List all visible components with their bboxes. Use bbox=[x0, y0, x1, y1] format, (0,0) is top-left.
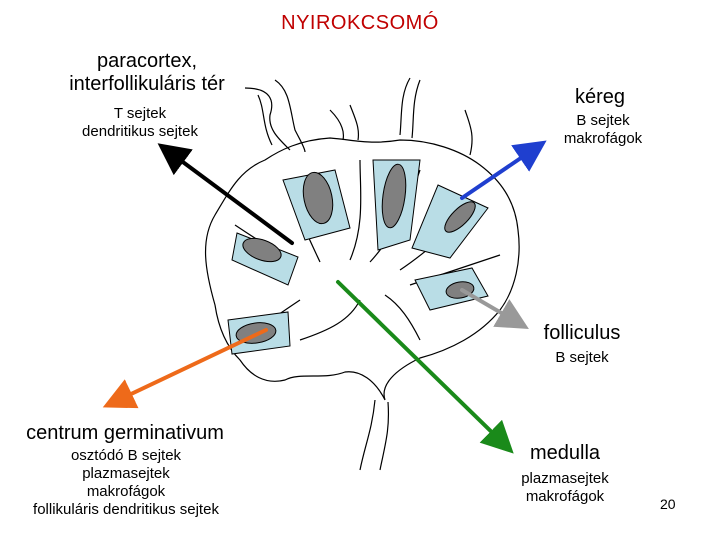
kereg-detail: B sejtek makrofágok bbox=[548, 112, 658, 148]
arrow-paracortex bbox=[157, 143, 294, 245]
centrum-detail-line2: plazmasejtek bbox=[82, 465, 170, 482]
arrow-kereg bbox=[460, 140, 547, 200]
paracortex-detail: T sejtek dendritikus sejtek bbox=[40, 105, 240, 141]
paracortex-heading-line1: paracortex, bbox=[96, 50, 198, 72]
germinal-center bbox=[381, 163, 407, 229]
arrow-centrum bbox=[102, 328, 268, 409]
centrum-heading: centrum germinativum bbox=[26, 422, 224, 444]
page-number: 20 bbox=[660, 496, 676, 512]
kereg-detail-line2: makrofágok bbox=[563, 130, 643, 147]
paracortex-detail-line1: T sejtek bbox=[113, 105, 167, 122]
folliculus-detail: B sejtek bbox=[555, 349, 609, 366]
kereg-heading: kéreg bbox=[574, 86, 626, 108]
page-title: NYIROKCSOMÓ bbox=[281, 12, 439, 34]
paracortex-heading: paracortex, interfollikuláris tér bbox=[22, 50, 272, 96]
centrum-detail-line3: makrofágok bbox=[86, 483, 166, 500]
medulla-detail-line2: makrofágok bbox=[525, 488, 605, 505]
centrum-detail-line1: osztódó B sejtek bbox=[70, 447, 182, 464]
folliculus-heading: folliculus bbox=[543, 322, 621, 344]
medulla-detail: plazmasejtek makrofágok bbox=[505, 470, 625, 506]
centrum-detail-line4: follikuláris dendritikus sejtek bbox=[33, 501, 219, 518]
centrum-detail: osztódó B sejtek plazmasejtek makrofágok… bbox=[0, 447, 252, 519]
arrow-medulla bbox=[336, 280, 514, 454]
germinal-center bbox=[242, 237, 282, 263]
paracortex-detail-line2: dendritikus sejtek bbox=[82, 123, 198, 140]
paracortex-heading-line2: interfollikuláris tér bbox=[69, 73, 225, 95]
arrow-group bbox=[102, 140, 547, 454]
germinal-center bbox=[302, 171, 334, 225]
medulla-heading: medulla bbox=[529, 442, 601, 464]
medulla-detail-line1: plazmasejtek bbox=[521, 470, 609, 487]
kereg-detail-line1: B sejtek bbox=[576, 112, 630, 129]
germinal-center bbox=[444, 201, 476, 233]
arrow-folliculus bbox=[460, 288, 529, 330]
